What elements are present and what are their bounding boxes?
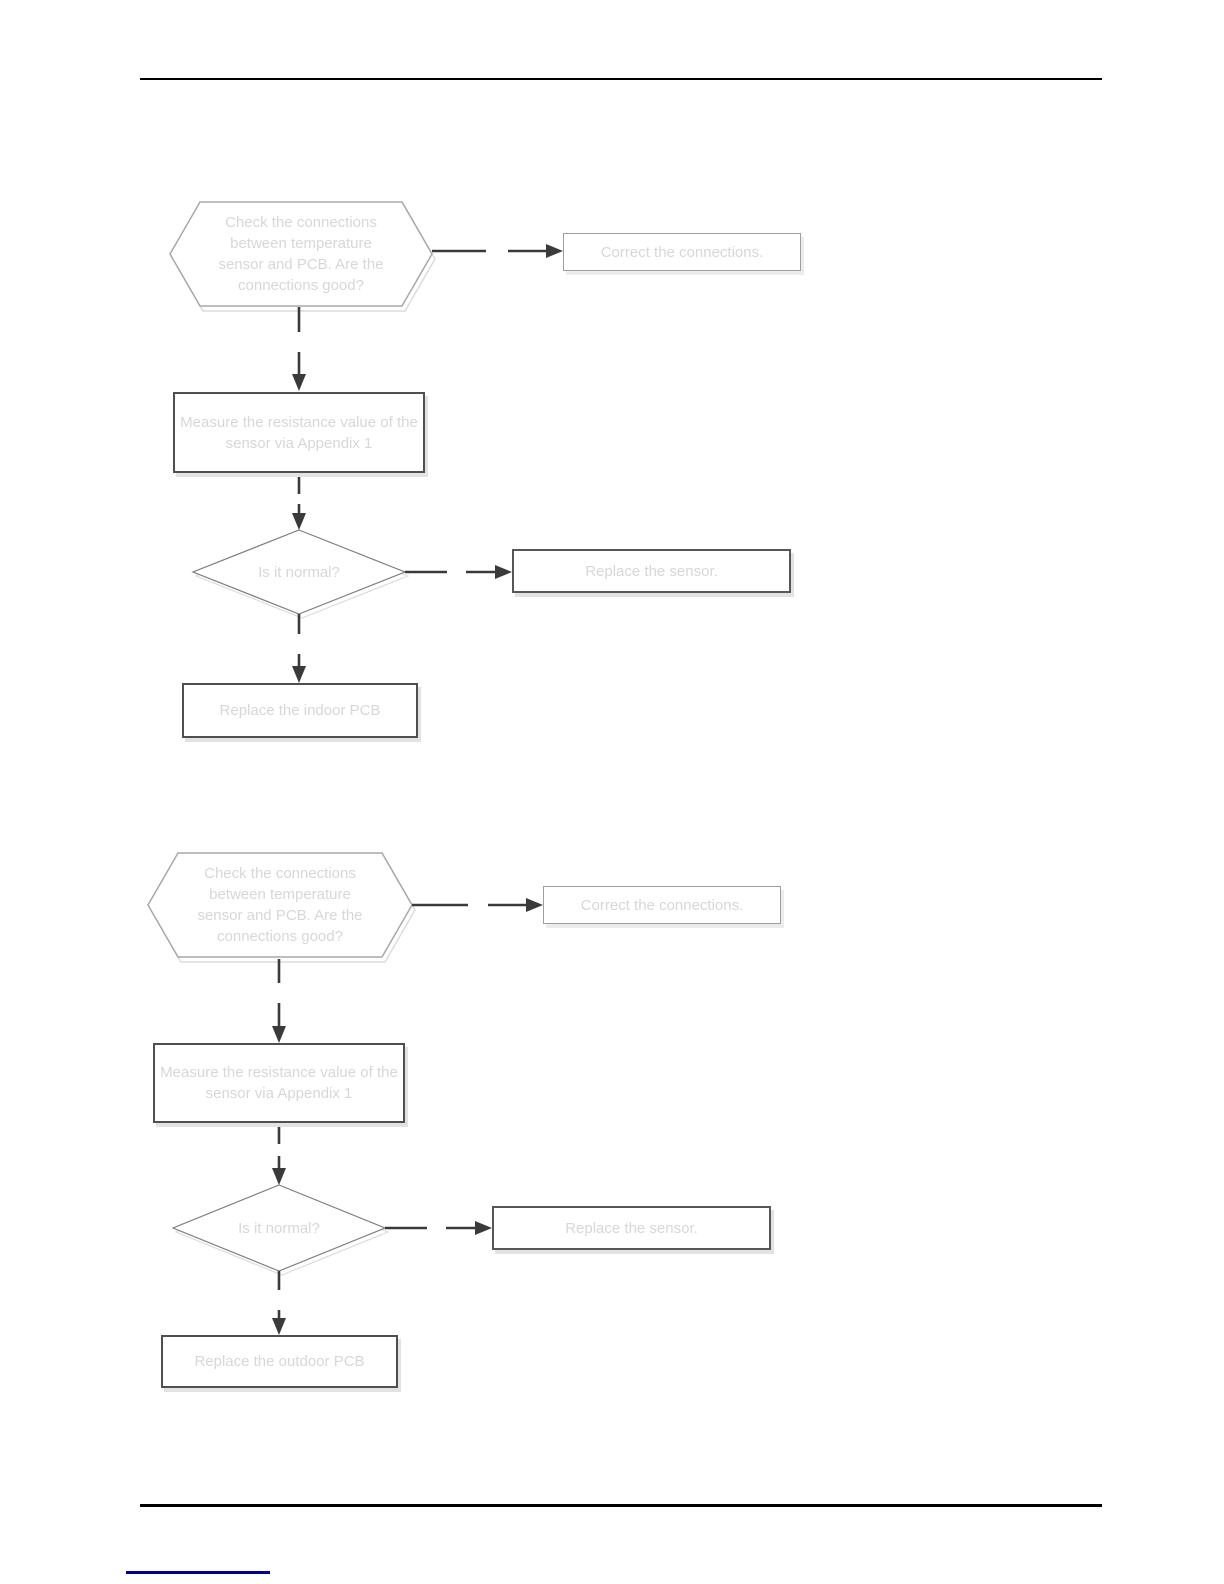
connector-check-to-correct — [412, 898, 543, 912]
hexagon-check-shape — [147, 852, 413, 958]
is-it-normal-diamond-label: Is it normal? — [238, 1219, 320, 1237]
flowchart-indoor-shapes — [169, 201, 563, 683]
measure-resistance-box: Measure the resistance value of the sens… — [173, 392, 425, 473]
replace-sensor-box: Replace the sensor. — [512, 549, 791, 593]
connector-normal-to-replace-pcb — [272, 1271, 286, 1335]
connector-normal-to-replace-pcb — [292, 614, 306, 683]
replace-outdoor-pcb-box: Replace the outdoor PCB — [161, 1335, 398, 1388]
arrowhead — [272, 1318, 286, 1335]
check-connections-hexagon-label: Check the connections between temperatur… — [218, 214, 384, 294]
arrowhead — [495, 565, 512, 579]
connector-normal-to-replace-sensor — [385, 1221, 492, 1235]
connector-check-to-measure — [292, 307, 306, 391]
flowchart-outdoor-shapes — [147, 852, 543, 1335]
connector-normal-to-replace-sensor — [405, 565, 512, 579]
arrowhead — [475, 1221, 492, 1235]
correct-connections-box: Correct the connections. — [563, 233, 801, 271]
arrowhead — [292, 666, 306, 683]
connector-measure-to-normal — [292, 473, 306, 530]
connector-check-to-measure — [272, 959, 286, 1043]
arrowhead — [526, 898, 543, 912]
connector-check-to-correct — [432, 244, 563, 258]
check-connections-hexagon-label: Check the connections between temperatur… — [197, 865, 363, 945]
arrowhead — [272, 1026, 286, 1043]
connector-measure-to-normal — [272, 1123, 286, 1185]
arrowhead — [272, 1168, 286, 1185]
correct-connections-box: Correct the connections. — [543, 886, 781, 924]
arrowhead — [292, 374, 306, 391]
hexagon-check-shape — [169, 201, 433, 307]
arrowhead — [546, 244, 563, 258]
arrowhead — [292, 513, 306, 530]
replace-indoor-pcb-box: Replace the indoor PCB — [182, 683, 418, 738]
bottom-horizontal-rule — [140, 1504, 1102, 1507]
top-horizontal-rule — [140, 78, 1102, 80]
footer-link-underline[interactable] — [126, 1571, 270, 1574]
is-it-normal-diamond-label: Is it normal? — [258, 563, 340, 581]
replace-sensor-box: Replace the sensor. — [492, 1206, 771, 1250]
measure-resistance-box: Measure the resistance value of the sens… — [153, 1043, 405, 1123]
